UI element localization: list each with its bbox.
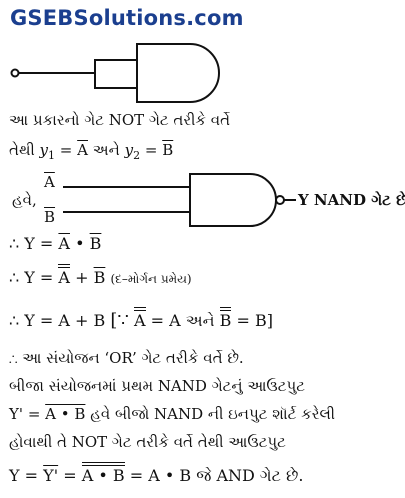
site-logo: GSEBSolutions.com bbox=[10, 6, 244, 30]
equation-2: ∴ Y = A + B (દ–મોર્ગન પ્રમેય) bbox=[9, 264, 192, 287]
text-para-3: હોવાથી તે NOT ગેટ તરીકે વર્તે તેથી આઉટપુ… bbox=[9, 433, 286, 451]
gate-input-b-label: B bbox=[44, 208, 56, 226]
text-line-not-gate: આ પ્રકારનો ગેટ NOT ગેટ તરીકે વર્તે bbox=[9, 111, 231, 129]
nand-gate-middle bbox=[63, 173, 296, 227]
equation-3: ∴ Y = A + B [∵ A = A અને B = B] bbox=[9, 307, 274, 331]
gate-input-a-label: A bbox=[44, 173, 55, 191]
equation-1: ∴ Y = A • B bbox=[9, 234, 102, 253]
gate-output-label: Y NAND ગેટ છે. bbox=[298, 191, 405, 209]
text-para-2: Y' = A • B હવે બીજો NAND ની ઇનપુટ શૉર્ટ … bbox=[9, 405, 336, 423]
final-equation: Y = Y' = A • B = A • B જે AND ગેટ છે. bbox=[9, 462, 304, 485]
text-line-or: ∴ આ સંયોજન ‘OR’ ગેટ તરીકે વર્તે છે. bbox=[9, 349, 244, 367]
text-line-now: હવે, bbox=[12, 191, 37, 209]
nand-gate-top bbox=[10, 43, 220, 103]
text-line-outputs: તેથી y1 = A અને y2 = B bbox=[9, 141, 174, 162]
text-para-1: બીજા સંયોજનમાં પ્રથમ NAND ગેટનું આઉટપુટ bbox=[9, 377, 305, 395]
